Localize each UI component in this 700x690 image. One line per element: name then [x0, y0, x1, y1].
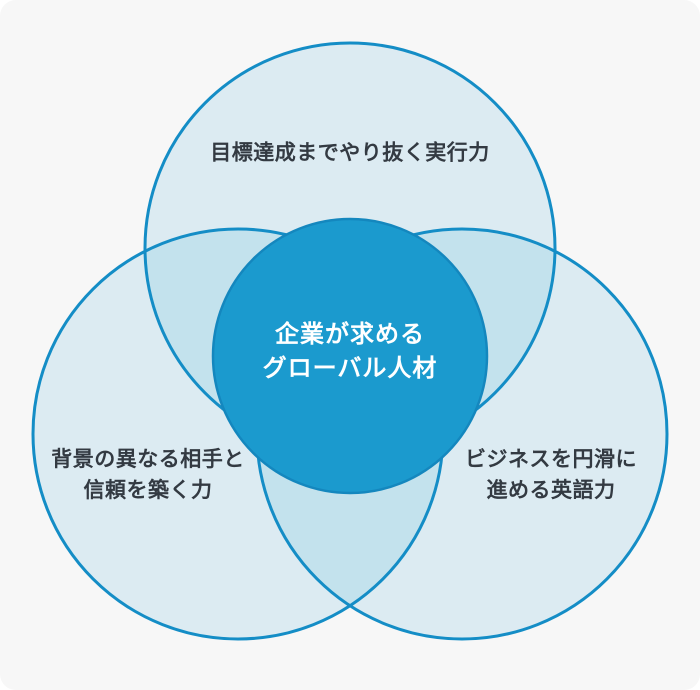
center-circle-label-line1: 企業が求める [274, 321, 425, 348]
left-circle-label-line1: 背景の異なる相手と [51, 448, 245, 471]
center-circle [211, 217, 489, 495]
left-circle-label-line2: 信頼を築く力 [83, 479, 213, 502]
left-circle-label: 背景の異なる相手と 信頼を築く力 [51, 444, 245, 506]
center-circle-label: 企業が求める グローバル人材 [263, 318, 438, 386]
right-circle-label: ビジネスを円滑に 進める英語力 [465, 444, 637, 506]
right-circle-label-line2: 進める英語力 [486, 479, 616, 502]
right-circle-label-line1: ビジネスを円滑に [465, 448, 637, 471]
top-circle-label: 目標達成までやり抜く実行力 [210, 138, 490, 169]
center-circle-label-line2: グローバル人材 [262, 355, 438, 382]
top-circle-label-text: 目標達成までやり抜く実行力 [210, 141, 490, 165]
